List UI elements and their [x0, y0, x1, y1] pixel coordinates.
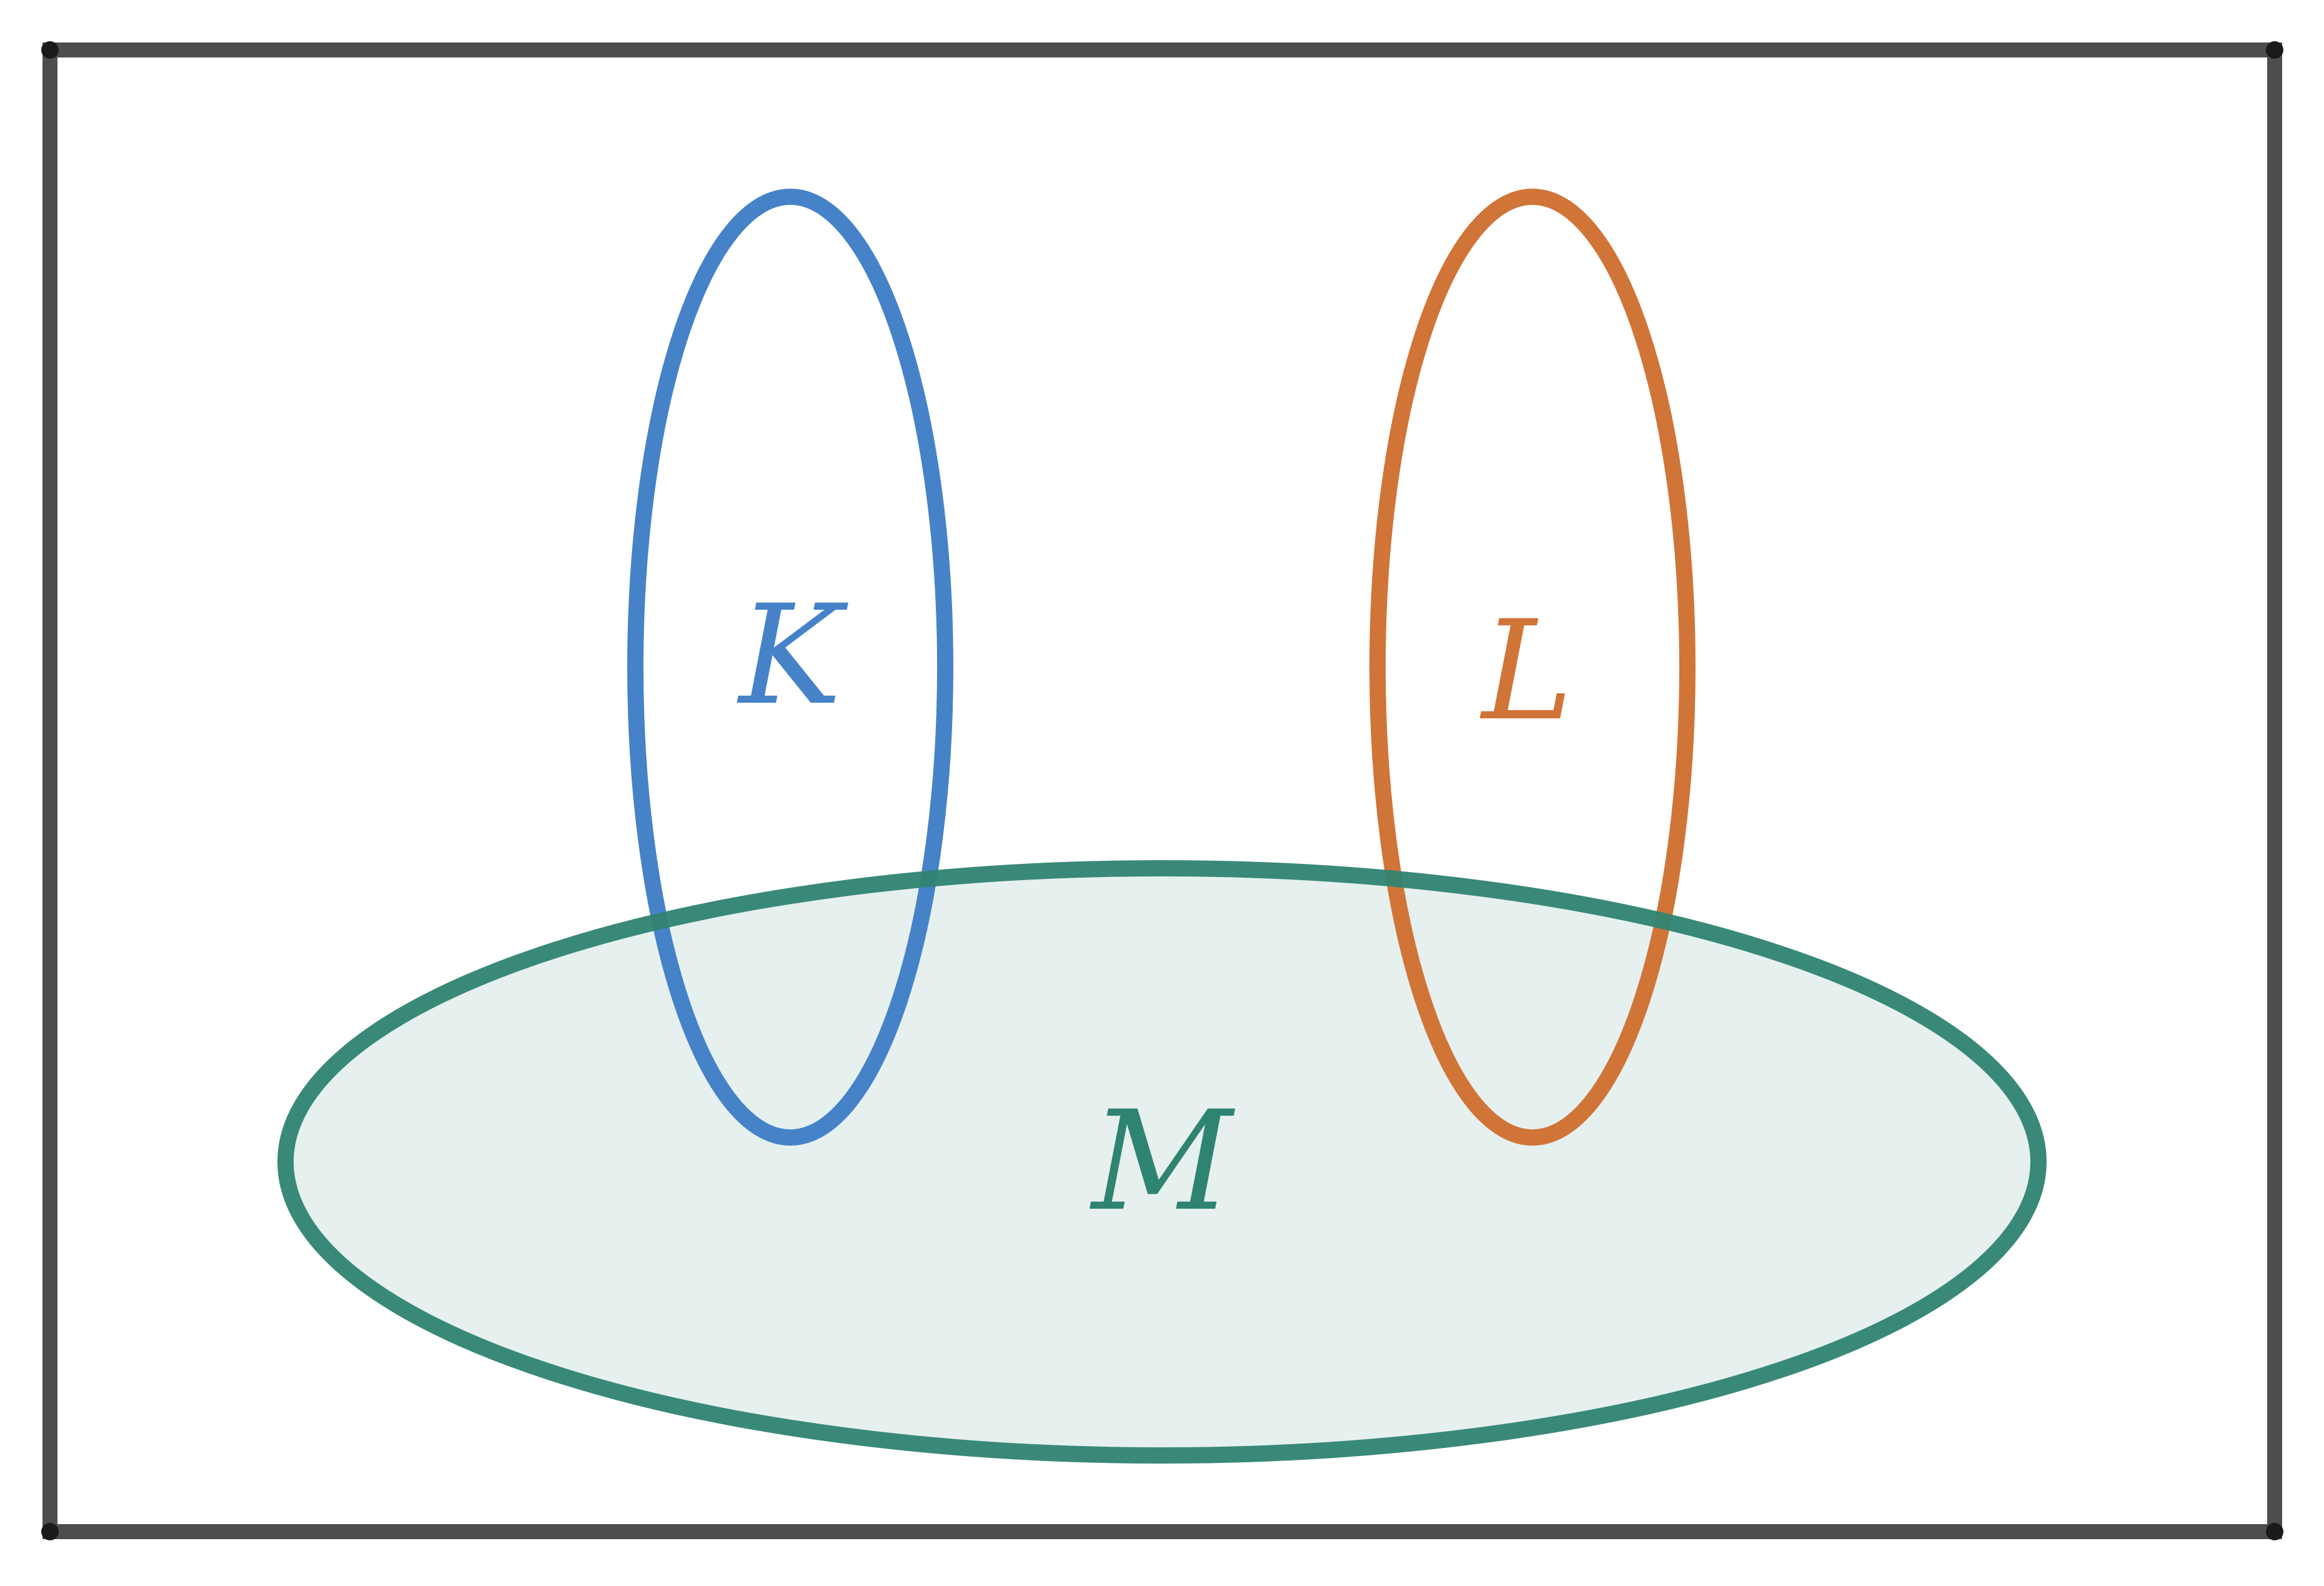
set-m-fill — [286, 868, 2038, 1455]
set-k-ellipse — [627, 189, 953, 1146]
set-k-label: K — [737, 575, 848, 735]
set-m-label: M — [1089, 1081, 1235, 1241]
frame-corner-bottom-left — [41, 1523, 59, 1540]
set-l-label: L — [1479, 591, 1573, 751]
frame-corner-top-left — [41, 41, 59, 59]
set-m-ellipse — [277, 860, 2047, 1464]
set-l-ellipse — [1369, 189, 1696, 1146]
universe-frame — [42, 42, 2282, 1539]
frame-corner-bottom-right — [2266, 1523, 2283, 1540]
frame-corner-top-right — [2266, 41, 2283, 59]
